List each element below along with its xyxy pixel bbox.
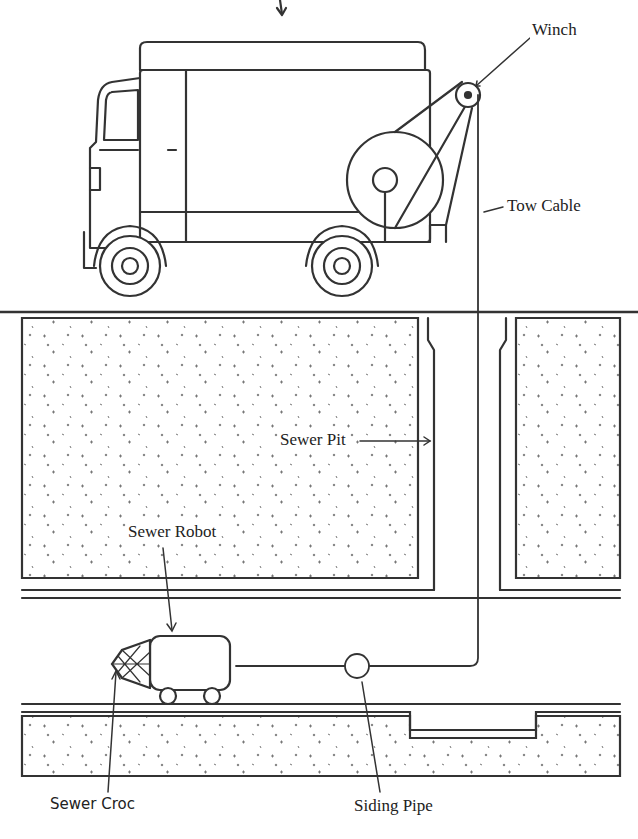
part-label: Tow Cable — [505, 196, 583, 216]
part-label: Sewer Robot — [126, 522, 218, 542]
part-label: Sewer Croc — [48, 796, 137, 813]
part-label: Sewer Pit — [278, 430, 348, 450]
part-label: Winch — [530, 20, 579, 40]
part-label: Siding Pipe — [352, 796, 435, 816]
